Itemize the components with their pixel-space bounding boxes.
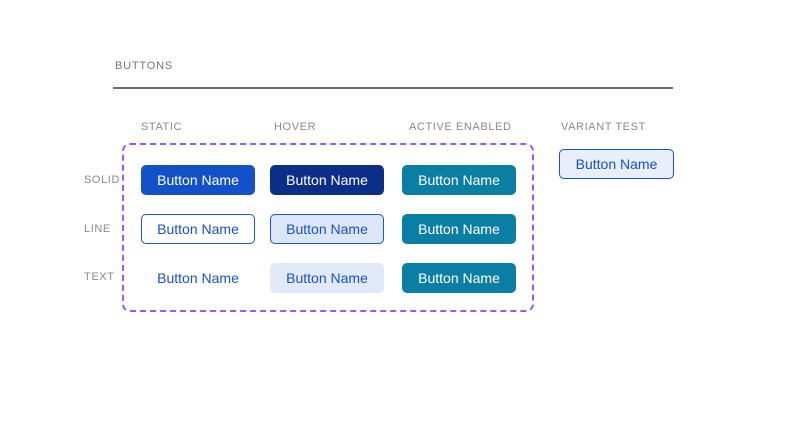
button-solid-active-enabled[interactable]: Button Name bbox=[402, 165, 516, 195]
button-variant-test[interactable]: Button Name bbox=[559, 149, 674, 179]
button-solid-hover[interactable]: Button Name bbox=[270, 165, 384, 195]
column-header-hover: HOVER bbox=[274, 121, 317, 133]
section-title: BUTTONS bbox=[115, 60, 173, 72]
button-line-hover[interactable]: Button Name bbox=[270, 214, 384, 244]
button-solid-static[interactable]: Button Name bbox=[141, 165, 255, 195]
button-line-static[interactable]: Button Name bbox=[141, 214, 255, 244]
button-line-active-enabled[interactable]: Button Name bbox=[402, 214, 516, 244]
selection-boundary bbox=[122, 143, 534, 312]
column-header-variant-test: VARIANT TEST bbox=[561, 121, 646, 133]
button-text-active-enabled[interactable]: Button Name bbox=[402, 263, 516, 293]
column-header-active-enabled: ACTIVE ENABLED bbox=[409, 121, 512, 133]
row-label-line: LINE bbox=[84, 223, 111, 235]
row-label-solid: SOLID bbox=[84, 174, 121, 186]
row-label-text: TEXT bbox=[84, 271, 115, 283]
section-divider bbox=[113, 87, 673, 89]
column-header-static: STATIC bbox=[141, 121, 183, 133]
button-text-hover[interactable]: Button Name bbox=[270, 263, 384, 293]
button-text-static[interactable]: Button Name bbox=[141, 263, 255, 293]
